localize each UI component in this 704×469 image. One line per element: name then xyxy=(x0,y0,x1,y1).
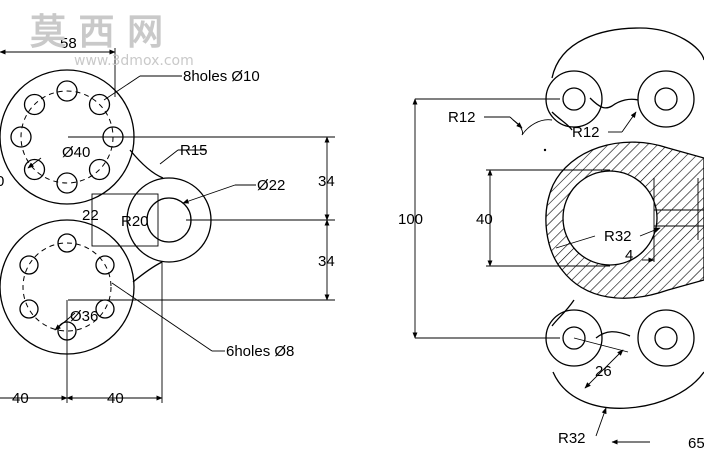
leader-r32-outer xyxy=(595,407,607,437)
ear-hole-circle xyxy=(146,197,192,243)
r12-right-label: R12 xyxy=(572,124,600,141)
dim-4-label: 4 xyxy=(625,247,633,264)
ear-bottom-left-hole xyxy=(562,326,586,350)
watermark-title: 莫 西 网 xyxy=(30,12,163,53)
d36-label: Ø36 xyxy=(70,308,98,325)
hole xyxy=(10,126,32,148)
hole xyxy=(56,172,78,194)
d40-label: Ø40 xyxy=(62,144,90,161)
ear-top-left-hole xyxy=(562,87,586,111)
dim-40-label: 40 xyxy=(476,211,493,228)
top-arc-outline xyxy=(551,27,704,79)
lower-side-outline xyxy=(551,299,575,327)
leader-r32-inner-arrow xyxy=(639,227,661,237)
ear-top-right-hole xyxy=(654,87,678,111)
leader-d22 xyxy=(182,184,236,204)
fillet-lower xyxy=(132,261,163,283)
r20-label: R20 xyxy=(121,213,149,230)
r12-left-label: R12 xyxy=(448,109,476,126)
dim-22-label: 22 xyxy=(82,207,99,224)
ear-bottom-right-hole xyxy=(654,326,678,350)
watermark-site: www.3dmox.com xyxy=(74,53,194,69)
cut-label: 0 xyxy=(0,173,4,190)
hole xyxy=(88,93,111,116)
hole xyxy=(95,299,115,319)
hole xyxy=(56,80,78,102)
bottom-arc-outline xyxy=(552,371,704,409)
hole xyxy=(57,233,77,253)
hole xyxy=(19,255,39,275)
r32-inner-label: R32 xyxy=(604,228,632,245)
leader-d40 xyxy=(27,157,42,169)
dim-40-left-label: 40 xyxy=(12,390,29,407)
hole xyxy=(19,299,39,319)
hole xyxy=(95,255,115,275)
fillet-upper xyxy=(129,149,164,179)
holes8-label: 8holes Ø10 xyxy=(183,68,260,85)
holes6-label: 6holes Ø8 xyxy=(226,343,294,360)
leader-r32-inner xyxy=(555,235,596,249)
r32-outer-label: R32 xyxy=(558,430,586,447)
leader-r12-right-arrow xyxy=(621,111,637,133)
leader-r15 xyxy=(159,149,179,165)
dim-22-box xyxy=(91,193,159,247)
r12-left-curve xyxy=(512,119,553,136)
dim-26-label: 26 xyxy=(595,363,612,380)
upper-valley xyxy=(589,97,639,109)
left-view: 58 8holes Ø10 Ø40 34 34 R15 Ø22 22 R20 Ø… xyxy=(0,35,335,407)
hole xyxy=(23,158,46,181)
leader-d36 xyxy=(54,312,76,331)
hole xyxy=(23,93,46,116)
r15-label: R15 xyxy=(180,142,208,159)
right-view: 100 40 R12 R12 R32 4 26 R32 xyxy=(398,27,704,452)
dim-26-line xyxy=(584,349,624,389)
dim-34-top-label: 34 xyxy=(318,173,335,190)
hole xyxy=(88,158,111,181)
bolt-circle-6 xyxy=(22,242,112,332)
dim-58-label: 58 xyxy=(60,35,77,52)
ear-bottom-right xyxy=(637,309,695,367)
dim-100-label: 100 xyxy=(398,211,423,228)
watermark: 莫 西 网 www.3dmox.com xyxy=(30,12,194,69)
inner-bore xyxy=(562,170,658,266)
lower-valley xyxy=(595,331,631,339)
upper-side-outline xyxy=(551,111,573,131)
dim-65-label: 65 xyxy=(688,435,704,452)
dim-34-bottom-label: 34 xyxy=(318,253,335,270)
d22-label: Ø22 xyxy=(257,177,285,194)
leader-8holes xyxy=(103,75,141,101)
ear-top-right xyxy=(637,70,695,128)
center-mark xyxy=(543,148,547,152)
dim-40-right-label: 40 xyxy=(107,390,124,407)
